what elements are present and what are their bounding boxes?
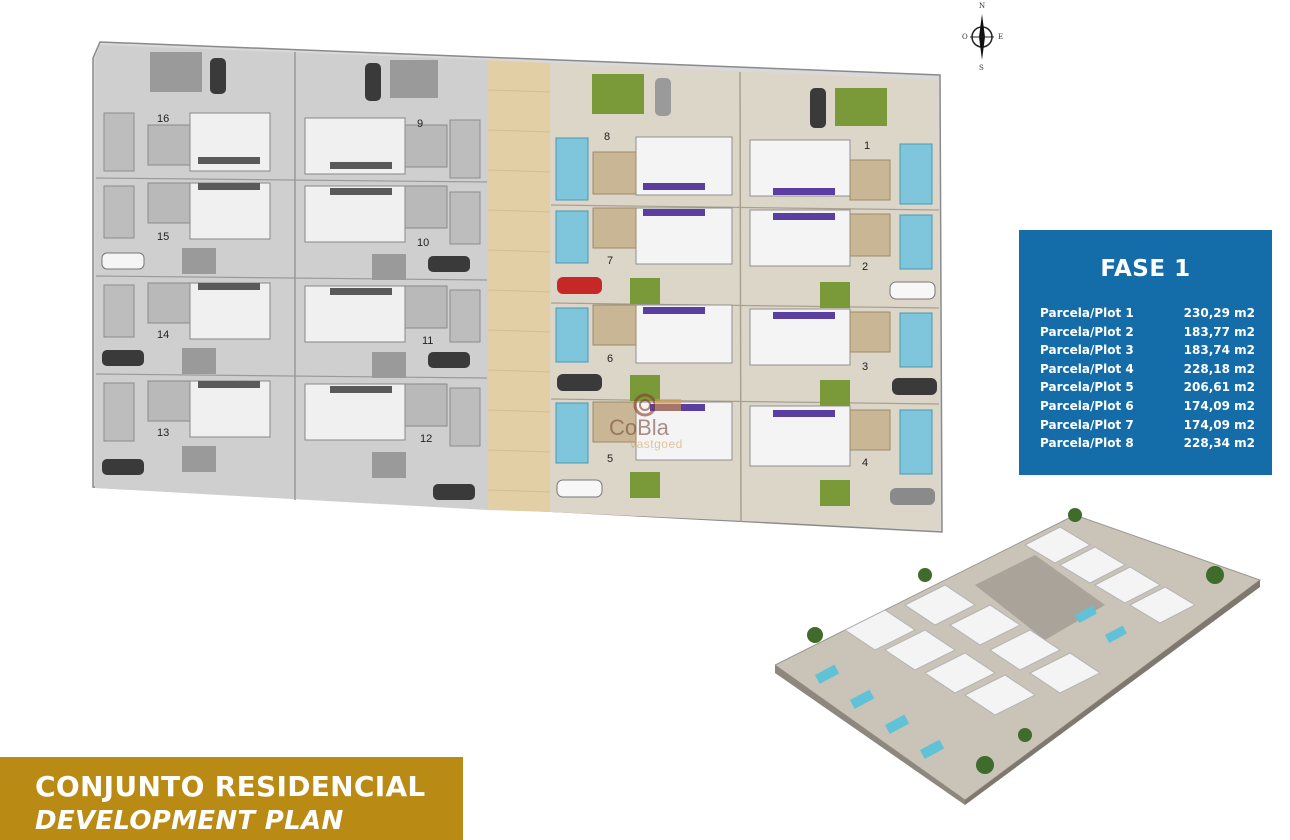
plot-number-label: 13 bbox=[157, 427, 169, 439]
plot-area: 174,09 m2 bbox=[1183, 417, 1255, 432]
plot-number-label: 4 bbox=[862, 457, 868, 469]
plot-number-label: 3 bbox=[862, 361, 868, 373]
banner-line-2: DEVELOPMENT PLAN bbox=[35, 806, 344, 836]
plot-label: Parcela/Plot 8 bbox=[1040, 436, 1134, 451]
plot-area: 174,09 m2 bbox=[1183, 398, 1255, 413]
watermark-logo: CoBla Vastgoed bbox=[607, 393, 697, 455]
logo-brand-text: CoBla bbox=[609, 415, 669, 440]
plot-area: 183,77 m2 bbox=[1183, 324, 1255, 339]
plot-label: Parcela/Plot 5 bbox=[1040, 380, 1134, 395]
plot-label: Parcela/Plot 2 bbox=[1040, 324, 1134, 339]
compass-rose-icon bbox=[970, 14, 994, 60]
plot-number-label: 9 bbox=[417, 118, 423, 130]
plot-area: 183,74 m2 bbox=[1183, 343, 1255, 358]
plot-label: Parcela/Plot 6 bbox=[1040, 398, 1134, 413]
plot-number-label: 14 bbox=[157, 329, 169, 341]
plot-number-labels: 16 9 15 10 14 11 13 12 8 1 7 2 6 3 5 4 bbox=[157, 113, 870, 469]
fase-1-panel: FASE 1 Parcela/Plot 1 230,29 m2 Parcela/P… bbox=[1019, 230, 1272, 475]
compass-e-label: E bbox=[998, 33, 1004, 41]
plot-number-label: 7 bbox=[607, 255, 613, 267]
site-plan-map: 16 9 15 10 14 11 13 12 8 1 7 2 6 3 5 4 bbox=[92, 41, 943, 533]
central-road bbox=[488, 60, 550, 512]
plot-number-label: 10 bbox=[417, 237, 429, 249]
right-parcels bbox=[550, 71, 940, 523]
banner-line-1: CONJUNTO RESIDENCIAL bbox=[35, 770, 426, 803]
plot-row: Parcela/Plot 4 228,18 m2 bbox=[1040, 360, 1255, 379]
plot-row: Parcela/Plot 6 174,09 m2 bbox=[1040, 397, 1255, 416]
plot-number-label: 12 bbox=[420, 433, 432, 445]
plot-row: Parcela/Plot 5 206,61 m2 bbox=[1040, 378, 1255, 397]
left-parcels bbox=[95, 52, 488, 500]
compass-s-label: S bbox=[979, 64, 984, 72]
plot-number-label: 1 bbox=[864, 140, 870, 152]
plot-row: Parcela/Plot 7 174,09 m2 bbox=[1040, 416, 1255, 435]
compass-n-label: N bbox=[979, 2, 986, 10]
fase-title: FASE 1 bbox=[1100, 256, 1191, 282]
logo-mark-icon bbox=[633, 393, 681, 417]
plot-label: Parcela/Plot 4 bbox=[1040, 361, 1134, 376]
aerial-render-image bbox=[775, 508, 1262, 805]
plot-area: 206,61 m2 bbox=[1183, 380, 1255, 395]
plot-label: Parcela/Plot 3 bbox=[1040, 343, 1134, 358]
logo-sub-text: Vastgoed bbox=[629, 437, 683, 451]
plot-number-label: 8 bbox=[604, 131, 610, 143]
compass-w-label: O bbox=[962, 33, 968, 41]
plot-area: 228,34 m2 bbox=[1183, 436, 1255, 451]
plot-number-label: 5 bbox=[607, 453, 613, 465]
plot-area: 230,29 m2 bbox=[1183, 306, 1255, 320]
plot-number-label: 16 bbox=[157, 113, 169, 125]
plot-area-list: Parcela/Plot 1 230,29 m2 Parcela/Plot 2 18… bbox=[1040, 304, 1255, 453]
road-paving-pattern bbox=[487, 89, 551, 493]
plot-number-label: 11 bbox=[422, 335, 433, 347]
plot-area: 228,18 m2 bbox=[1183, 361, 1255, 376]
plot-row: Parcela/Plot 8 228,34 m2 bbox=[1040, 434, 1255, 453]
north-compass: N S O E bbox=[960, 2, 1008, 72]
plot-label: Parcela/Plot 7 bbox=[1040, 417, 1134, 432]
plot-label: Parcela/Plot 1 bbox=[1040, 306, 1134, 320]
plot-row: Parcela/Plot 1 230,29 m2 bbox=[1040, 304, 1255, 323]
plot-number-label: 6 bbox=[607, 353, 613, 365]
plot-row: Parcela/Plot 3 183,74 m2 bbox=[1040, 341, 1255, 360]
plot-number-label: 2 bbox=[862, 261, 868, 273]
development-plan-banner: CONJUNTO RESIDENCIAL DEVELOPMENT PLAN bbox=[0, 757, 463, 840]
plot-row: Parcela/Plot 2 183,77 m2 bbox=[1040, 323, 1255, 342]
plot-number-label: 15 bbox=[157, 231, 169, 243]
